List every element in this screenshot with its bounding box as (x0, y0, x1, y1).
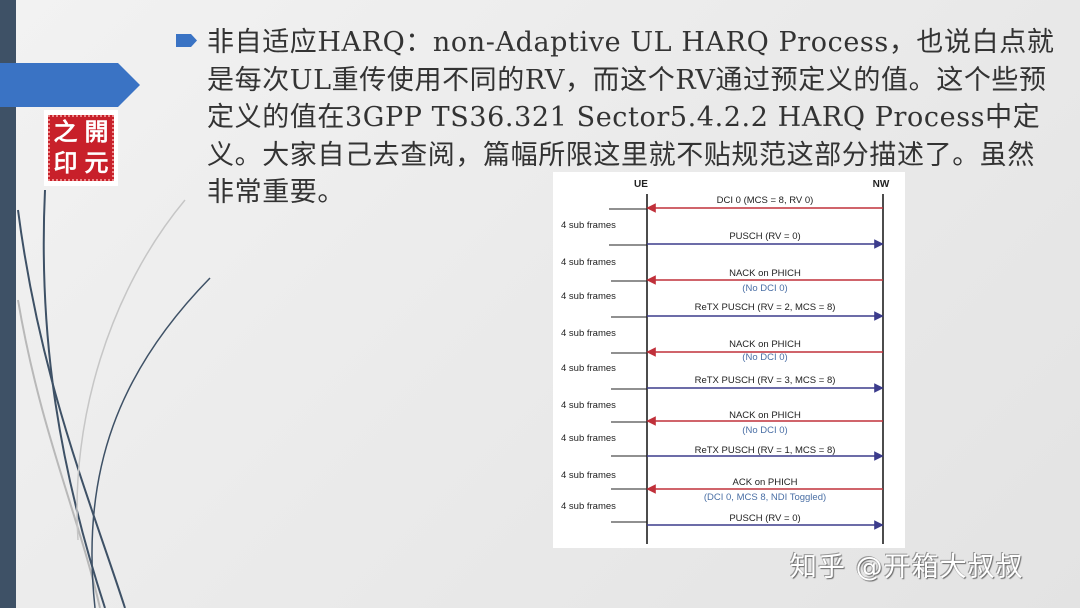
msg-label: DCI 0 (MCS = 8, RV 0) (717, 195, 814, 206)
seal-char: 開 (84, 118, 109, 146)
msg-label: PUSCH (RV = 0) (729, 231, 800, 242)
msg-label: ReTX PUSCH (RV = 1, MCS = 8) (695, 445, 836, 456)
watermark: 知乎 @开箱大叔叔 (790, 552, 1024, 583)
msg-label: ReTX PUSCH (RV = 2, MCS = 8) (695, 302, 836, 313)
seal-logo: 之 開 印 元 (44, 110, 118, 186)
bullet-text: 非自适应HARQ：non-Adaptive UL HARQ Process，也说… (207, 27, 1055, 208)
seal-char: 之 (53, 118, 78, 146)
msg-note: (DCI 0, MCS 8, NDI Toggled) (704, 492, 826, 503)
msg-note: (No DCI 0) (742, 425, 787, 436)
msg-label: NACK on PHICH (729, 268, 801, 279)
msg-label: NACK on PHICH (729, 339, 801, 350)
nw-label: NW (873, 179, 890, 190)
gap-label: 4 sub frames (561, 433, 616, 444)
msg-label: NACK on PHICH (729, 410, 801, 421)
harq-sequence-diagram: UE NW 4 sub frames 4 sub frames 4 sub fr… (553, 172, 905, 548)
gap-label: 4 sub frames (561, 257, 616, 268)
msg-label: PUSCH (RV = 0) (729, 513, 800, 524)
decorative-curves (17, 189, 211, 608)
gap-label: 4 sub frames (561, 363, 616, 374)
ue-label: UE (634, 179, 648, 190)
seal-char: 元 (84, 149, 109, 177)
gap-label: 4 sub frames (561, 328, 616, 339)
arrow-banner (0, 63, 140, 107)
gap-label: 4 sub frames (561, 501, 616, 512)
msg-note: (No DCI 0) (742, 352, 787, 363)
gap-label: 4 sub frames (561, 400, 616, 411)
gap-label: 4 sub frames (561, 470, 616, 481)
msg-label: ReTX PUSCH (RV = 3, MCS = 8) (695, 375, 836, 386)
gap-label: 4 sub frames (561, 291, 616, 302)
gap-label: 4 sub frames (561, 220, 616, 231)
msg-note: (No DCI 0) (742, 283, 787, 294)
msg-label: ACK on PHICH (733, 477, 798, 488)
sidebar-stripe (0, 0, 16, 608)
bullet-arrow-icon (176, 34, 197, 47)
seal-char: 印 (53, 149, 78, 177)
